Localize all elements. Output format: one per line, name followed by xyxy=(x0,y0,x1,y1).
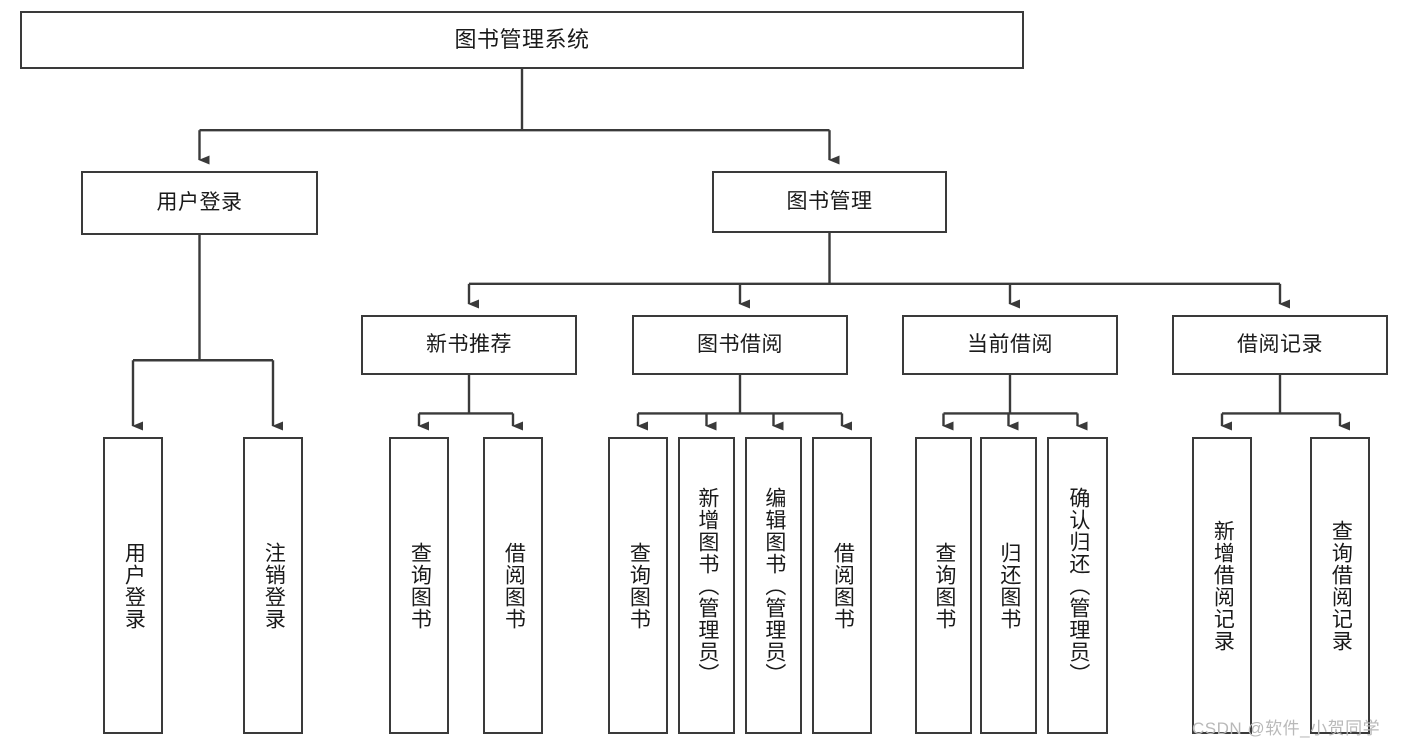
node-newbook[interactable]: 新书推荐 xyxy=(361,315,577,375)
node-l4[interactable]: 借阅图书 xyxy=(483,437,543,734)
node-label: 用户登录 xyxy=(122,541,146,630)
node-l1[interactable]: 用户登录 xyxy=(103,437,163,734)
node-label: 借阅图书 xyxy=(831,541,855,630)
node-login[interactable]: 用户登录 xyxy=(81,171,318,235)
node-records[interactable]: 借阅记录 xyxy=(1172,315,1388,375)
node-label: 当前借阅 xyxy=(967,332,1053,356)
node-l8[interactable]: 借阅图书 xyxy=(812,437,872,734)
node-label: 确认归还（管理员） xyxy=(1066,486,1090,685)
node-label: 新增图书（管理员） xyxy=(695,486,719,685)
node-l9[interactable]: 查询图书 xyxy=(915,437,972,734)
node-l10[interactable]: 归还图书 xyxy=(980,437,1037,734)
node-l6[interactable]: 新增图书（管理员） xyxy=(678,437,735,734)
node-label: 图书借阅 xyxy=(697,332,783,356)
node-label: 图书管理 xyxy=(786,189,873,213)
node-label: 新增借阅记录 xyxy=(1211,519,1235,652)
node-label: 查询图书 xyxy=(408,541,432,630)
node-label: 归还图书 xyxy=(997,541,1021,630)
node-label: 用户登录 xyxy=(156,190,243,214)
node-label: 借阅记录 xyxy=(1237,332,1323,356)
node-label: 查询图书 xyxy=(627,541,651,630)
watermark: CSDN @软件_小贺同学 xyxy=(1192,719,1381,738)
node-label: 查询图书 xyxy=(932,541,956,630)
node-label: 图书管理系统 xyxy=(454,27,590,53)
node-label: 借阅图书 xyxy=(502,541,526,630)
node-label: 查询借阅记录 xyxy=(1329,519,1353,652)
node-bookmgmt[interactable]: 图书管理 xyxy=(712,171,947,233)
node-l11[interactable]: 确认归还（管理员） xyxy=(1047,437,1108,734)
node-root[interactable]: 图书管理系统 xyxy=(20,11,1024,69)
node-l12[interactable]: 新增借阅记录 xyxy=(1192,437,1252,734)
node-label: 注销登录 xyxy=(262,541,286,630)
node-l5[interactable]: 查询图书 xyxy=(608,437,668,734)
node-l13[interactable]: 查询借阅记录 xyxy=(1310,437,1370,734)
node-l3[interactable]: 查询图书 xyxy=(389,437,449,734)
node-label: 新书推荐 xyxy=(426,332,512,356)
node-l7[interactable]: 编辑图书（管理员） xyxy=(745,437,802,734)
node-borrow[interactable]: 图书借阅 xyxy=(632,315,848,375)
node-l2[interactable]: 注销登录 xyxy=(243,437,303,734)
node-current[interactable]: 当前借阅 xyxy=(902,315,1118,375)
node-label: 编辑图书（管理员） xyxy=(762,486,786,685)
